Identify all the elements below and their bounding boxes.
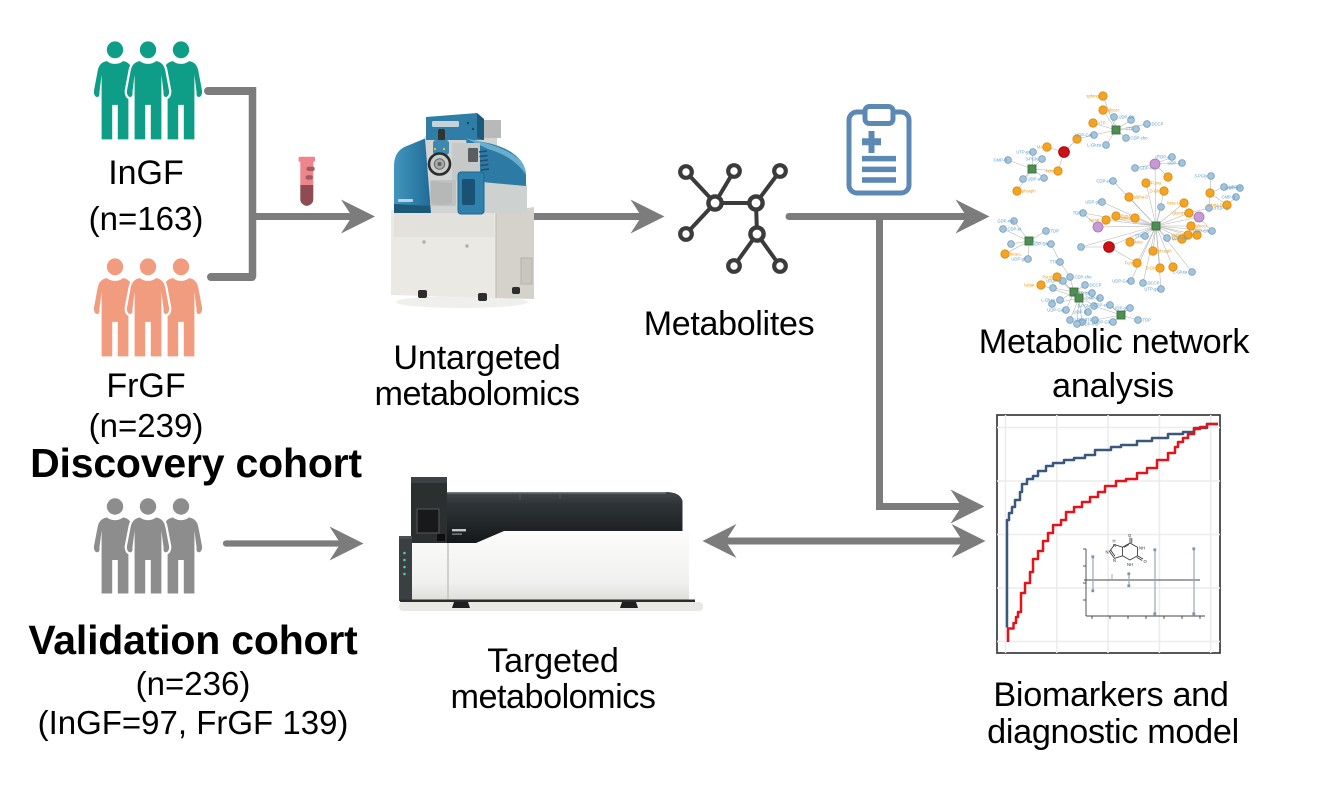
svg-text:CDP-et: CDP-et (1008, 227, 1023, 232)
svg-text:Pyruv: Pyruv (1043, 275, 1055, 280)
svg-text:glucon: glucon (1172, 211, 1185, 216)
svg-text:CDP-et: CDP-et (1093, 303, 1108, 308)
svg-text:NH: NH (1127, 562, 1133, 567)
svg-text:UDP-Gal: UDP-Gal (1112, 279, 1129, 284)
svg-text:L-Gluta: L-Gluta (1041, 298, 1055, 303)
svg-text:O: O (1144, 559, 1148, 564)
svg-text:D-Glc: D-Glc (1146, 266, 1157, 271)
svg-text:phosph: phosph (1022, 189, 1036, 194)
svg-text:UDP-X: UDP-X (1168, 161, 1181, 166)
svg-text:TDP: TDP (1143, 318, 1152, 323)
svg-text:GDP-ma: GDP-ma (997, 219, 1014, 224)
svg-text:Fuma: Fuma (1125, 261, 1136, 266)
svg-text:lactat: lactat (1089, 218, 1100, 223)
svg-text:3-PGly: 3-PGly (1025, 157, 1039, 162)
svg-text:beta-L: beta-L (1010, 252, 1023, 257)
svg-text:UDP-Glc: UDP-Glc (1032, 242, 1049, 247)
svg-text:CMP-N: CMP-N (1222, 195, 1236, 200)
svg-text:sphing: sphing (1086, 94, 1099, 99)
svg-text:ATP: ATP (1098, 121, 1106, 126)
svg-text:TTP: TTP (1126, 127, 1134, 132)
svg-text:phosph: phosph (1158, 249, 1172, 254)
svg-text:NH: NH (1139, 546, 1145, 551)
svg-text:L-Gluta: L-Gluta (1173, 270, 1187, 275)
svg-text:UDP-Gal: UDP-Gal (1075, 133, 1092, 138)
svg-text:D-Glc: D-Glc (1150, 189, 1161, 194)
svg-text:UTP-ga: UTP-ga (1144, 287, 1159, 292)
svg-text:UDP-gl: UDP-gl (1113, 306, 1127, 311)
svg-text:MAL: MAL (1172, 237, 1181, 242)
svg-text:CDP-et: CDP-et (1096, 179, 1111, 184)
svg-text:UDP-a: UDP-a (1229, 185, 1242, 190)
svg-text:UDP-Gal: UDP-Gal (1047, 308, 1064, 313)
svg-text:glycer: glycer (1196, 224, 1208, 229)
svg-text:N: N (1113, 558, 1116, 563)
svg-text:UDP-Glc: UDP-Glc (1119, 115, 1136, 120)
svg-text:keto: keto (1046, 169, 1055, 174)
svg-text:glycer: glycer (1108, 108, 1120, 113)
svg-text:sphing: sphing (1171, 233, 1184, 238)
svg-text:UTP-ga: UTP-ga (1016, 150, 1031, 155)
svg-text:L-Gluta: L-Gluta (1087, 143, 1101, 148)
svg-text:N: N (1113, 543, 1116, 548)
svg-text:UDP-a: UDP-a (1028, 177, 1041, 182)
svg-text:H: H (1113, 539, 1116, 544)
svg-text:UDP-Glc: UDP-Glc (1094, 320, 1111, 325)
svg-text:TTP: TTP (1085, 318, 1093, 323)
svg-text:CDP-cho: CDP-cho (1172, 236, 1190, 241)
svg-text:alpha-D: alpha-D (1208, 203, 1223, 208)
svg-text:UDP-a: UDP-a (1075, 318, 1088, 323)
svg-text:Fuma: Fuma (1151, 181, 1162, 186)
svg-text:UDP-gl: UDP-gl (1085, 200, 1099, 205)
svg-text:3-PGly: 3-PGly (1077, 304, 1091, 309)
svg-text:GDP-ma: GDP-ma (1082, 322, 1099, 327)
svg-text:keto: keto (1135, 240, 1144, 245)
svg-text:DCCP: DCCP (1090, 283, 1102, 288)
svg-text:3-PGly: 3-PGly (1194, 174, 1208, 179)
svg-text:dTDP-g: dTDP-g (1214, 206, 1229, 211)
svg-text:beta-L: beta-L (1167, 201, 1180, 206)
svg-text:alpha-D: alpha-D (1134, 195, 1149, 200)
svg-text:CMP-N: CMP-N (994, 158, 1008, 163)
svg-text:DCCP: DCCP (1152, 122, 1164, 127)
svg-text:MAL: MAL (1037, 145, 1046, 150)
svg-text:UDP-X: UDP-X (1074, 310, 1087, 315)
svg-text:TTP: TTP (1050, 260, 1058, 265)
svg-text:N: N (1106, 550, 1109, 555)
svg-text:TTP: TTP (1135, 234, 1143, 239)
svg-text:UDP-gl: UDP-gl (1011, 257, 1025, 262)
svg-text:TDP: TDP (1051, 229, 1060, 234)
svg-text:ATP: ATP (1187, 233, 1195, 238)
svg-text:UDP-X: UDP-X (1226, 186, 1239, 191)
svg-text:O: O (1128, 533, 1132, 538)
svg-text:CDP-cho: CDP-cho (1075, 275, 1093, 280)
svg-text:CDP-cho: CDP-cho (1131, 136, 1149, 141)
svg-text:CMP-N: CMP-N (1086, 296, 1100, 301)
svg-text:UDP-Glc: UDP-Glc (1193, 229, 1210, 234)
svg-text:GDP-ma: GDP-ma (1140, 166, 1157, 171)
svg-text:Pyruv: Pyruv (1121, 214, 1133, 219)
svg-text:dTDP-g: dTDP-g (1155, 155, 1170, 160)
svg-text:lactat: lactat (1024, 283, 1035, 288)
svg-text:UTP-ga: UTP-ga (1075, 291, 1090, 296)
svg-text:aceto: aceto (1121, 216, 1132, 221)
svg-text:dTDP-g: dTDP-g (1046, 279, 1061, 284)
svg-text:TDP: TDP (1073, 211, 1082, 216)
svg-text:DCCP: DCCP (1148, 281, 1160, 286)
